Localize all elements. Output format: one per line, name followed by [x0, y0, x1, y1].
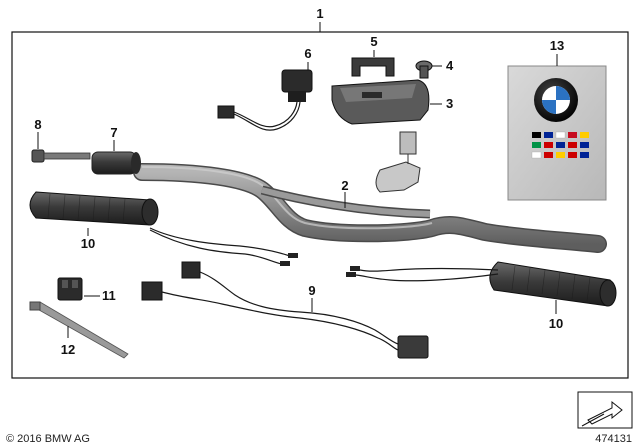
copyright-text: © 2016 BMW AG: [6, 433, 90, 445]
callout-13: 13: [550, 38, 564, 53]
view-direction-box: [577, 391, 633, 429]
bmw-logo: [534, 78, 578, 122]
cable-tie: [29, 301, 129, 359]
callout-8: 8: [34, 117, 41, 132]
clip: [351, 57, 395, 77]
callout-5: 5: [370, 34, 377, 49]
diagram-number: 474131: [595, 433, 632, 445]
callout-12: 12: [61, 342, 75, 357]
screw: [415, 60, 433, 79]
callout-10-left: 10: [81, 236, 95, 251]
handlebar: [133, 163, 607, 253]
callout-3: 3: [446, 96, 453, 111]
grip-left: [29, 191, 159, 226]
callout-11: 11: [102, 288, 116, 303]
bolt: [31, 149, 91, 163]
clamp-bracket: [331, 79, 430, 193]
callout-7: 7: [110, 125, 117, 140]
manual-booklet: [507, 65, 607, 201]
callout-6: 6: [304, 46, 311, 61]
callout-2: 2: [341, 178, 348, 193]
callout-9: 9: [308, 283, 315, 298]
grip-right: [489, 261, 617, 307]
assembly-frame: 1: [11, 6, 629, 379]
wiring-harness: [141, 261, 429, 359]
bar-end-weight: [91, 151, 141, 175]
callout-1: 1: [316, 6, 323, 21]
callout-10-right: 10: [549, 316, 563, 331]
callout-4: 4: [446, 58, 454, 73]
connector: [57, 277, 83, 301]
language-flags: [531, 131, 589, 159]
